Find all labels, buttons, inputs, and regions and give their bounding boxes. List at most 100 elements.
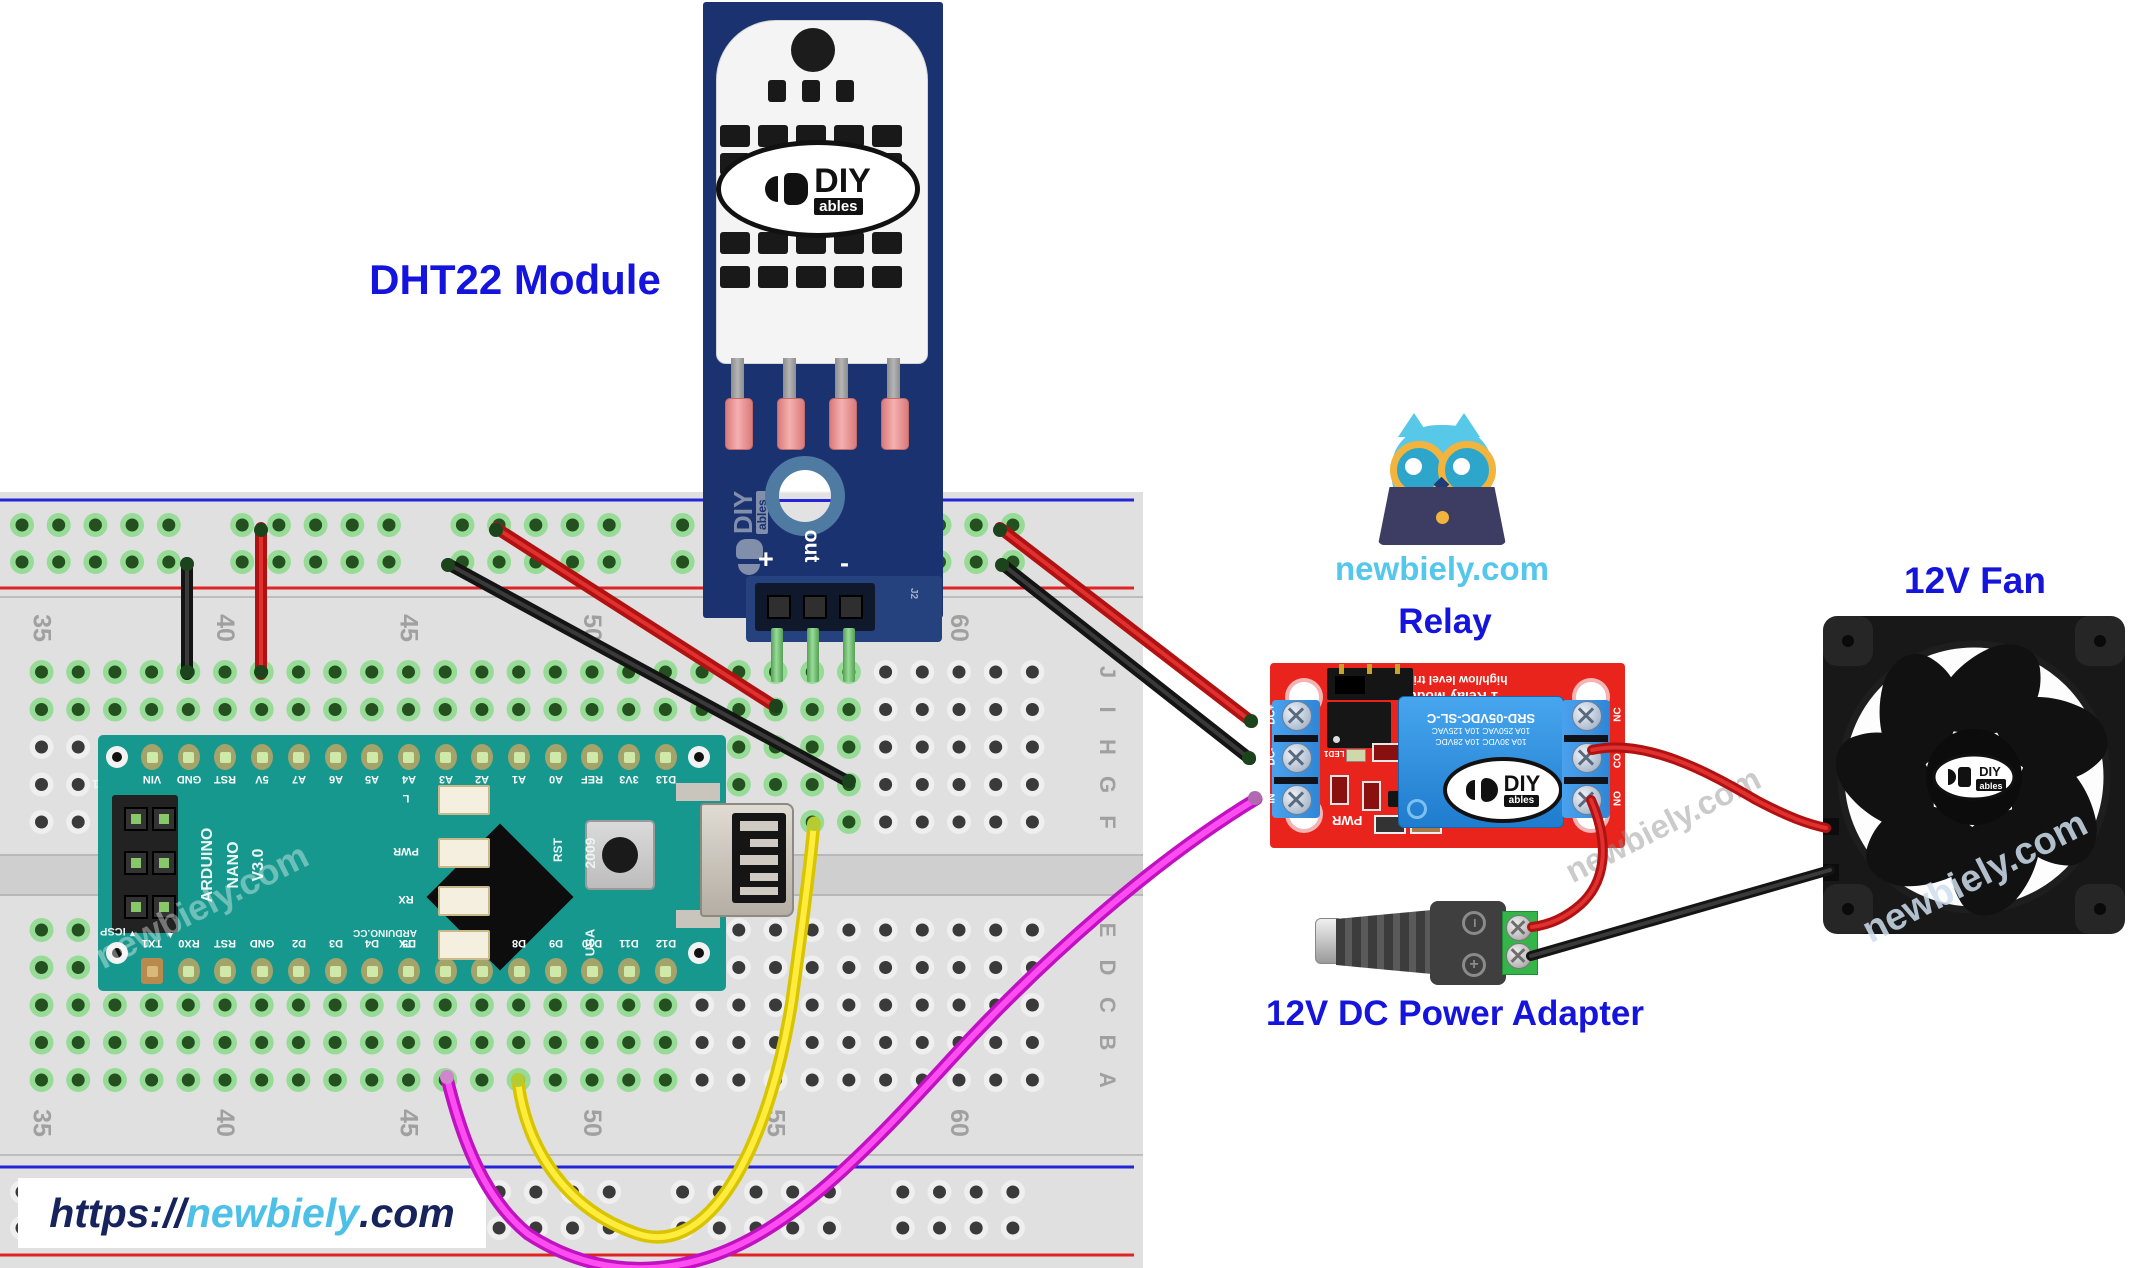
column-number: 35 (28, 614, 56, 642)
column-number: 50 (578, 1109, 606, 1137)
dht22-leg (835, 358, 848, 402)
dht22-leg (783, 358, 796, 402)
led-l (438, 785, 490, 815)
dht22-mount-hole (779, 470, 831, 522)
pin-pad (287, 958, 310, 984)
terminal-screw (1572, 701, 1602, 731)
row-letter: D (1095, 960, 1120, 976)
pin-pad (654, 744, 677, 770)
adapter-body: − + (1430, 901, 1506, 985)
column-number: 40 (211, 614, 239, 642)
pin-pad (508, 744, 530, 770)
column-number: 40 (211, 1109, 239, 1137)
vent-slot (720, 125, 750, 147)
relay-label: Relay (1398, 602, 1492, 641)
pin-pad (324, 744, 347, 770)
dht22-header-hole (803, 595, 827, 619)
pin-pad (361, 744, 384, 770)
vent-slot (836, 80, 854, 102)
pin-pad (471, 744, 494, 770)
icsp-pin (152, 851, 176, 875)
pin-pad (618, 744, 641, 770)
fan-label: 12V Fan (1904, 560, 2046, 601)
adapter-label: 12V DC Power Adapter (1266, 994, 1644, 1033)
vent-slot (834, 266, 864, 288)
terminal-screw (1572, 743, 1602, 773)
jumper-block (1327, 664, 1413, 700)
pin-pad (544, 958, 567, 984)
dht22-pin-sleeve (829, 398, 857, 450)
newbiely-site-text: newbiely.com (1335, 550, 1549, 587)
led-rx (438, 886, 490, 916)
dht22-pin (771, 628, 783, 682)
svg-text:ables: ables (1979, 781, 2002, 791)
pin-pad (141, 958, 163, 984)
row-letter: B (1095, 1035, 1120, 1051)
dht22-pin-sleeve (881, 398, 909, 450)
pin-pad (508, 958, 530, 984)
terminal-screw (1282, 701, 1312, 731)
pin-pad (361, 958, 384, 984)
dht22-header-hole (839, 595, 863, 619)
icsp-pin (152, 895, 176, 919)
row-letter: I (1095, 706, 1120, 712)
row-letter: G (1095, 776, 1120, 793)
column-number: 35 (28, 1109, 56, 1137)
diyables-logo: DIY ables (716, 140, 920, 238)
vent-slot (758, 125, 788, 147)
row-letter: A (1095, 1072, 1120, 1088)
pin-pad (471, 958, 494, 984)
icsp-pin (124, 895, 148, 919)
column-number: 45 (395, 614, 423, 642)
dht22-pin-sleeve (725, 398, 753, 450)
pin-pad (214, 958, 237, 984)
dht22-leg (731, 358, 744, 402)
pin-pad (177, 958, 200, 984)
brand-main: DIY (814, 161, 871, 200)
row-letter: E (1095, 923, 1120, 938)
dht22-pin-sleeve (777, 398, 805, 450)
terminal-screw (1282, 785, 1312, 815)
svg-text:DIY: DIY (1979, 764, 2001, 779)
pin-pad (324, 958, 347, 984)
pin-pad (581, 958, 604, 984)
dht22-pin-plus-label: + (758, 544, 774, 574)
pin-pad (141, 744, 163, 770)
row-letter: C (1095, 997, 1120, 1013)
footer-com: .com (359, 1189, 455, 1236)
status-led (1346, 749, 1366, 762)
relay-module: 1 Relay Module high/low level trigger LE… (1267, 663, 1625, 848)
icsp-header (112, 795, 178, 933)
led-tx (438, 930, 490, 960)
vent-slot (768, 80, 786, 102)
dht22-pin (807, 628, 819, 682)
pin-pad (287, 744, 310, 770)
pin-pad (581, 744, 604, 770)
led-pwr (438, 838, 490, 868)
vent-slot (720, 266, 750, 288)
pin-pad (177, 744, 200, 770)
fan-12v: DIY ables (1823, 616, 2125, 934)
pin-pad (214, 744, 237, 770)
dht22-header-hole (767, 595, 791, 619)
dht22-label: DHT22 Module (369, 256, 661, 303)
newbiely-owl-logo (1370, 413, 1515, 550)
vent-slot (872, 125, 902, 147)
icsp-pin (124, 807, 148, 831)
pin-pad (618, 958, 641, 984)
vent-slot (802, 80, 820, 102)
pin-pad (397, 958, 420, 984)
pin-pad (434, 744, 457, 770)
reset-button (585, 820, 655, 890)
column-number: 45 (395, 1109, 423, 1137)
diyables-logo: DIY ables (1443, 757, 1563, 823)
column-number: 60 (945, 1109, 973, 1137)
pin-pad (251, 744, 274, 770)
mini-usb-connector (700, 803, 794, 917)
diyables-glyph-icon (784, 173, 809, 205)
vent-slot (758, 232, 788, 254)
vent-slot (872, 232, 902, 254)
dht22-top-hole (791, 28, 835, 72)
